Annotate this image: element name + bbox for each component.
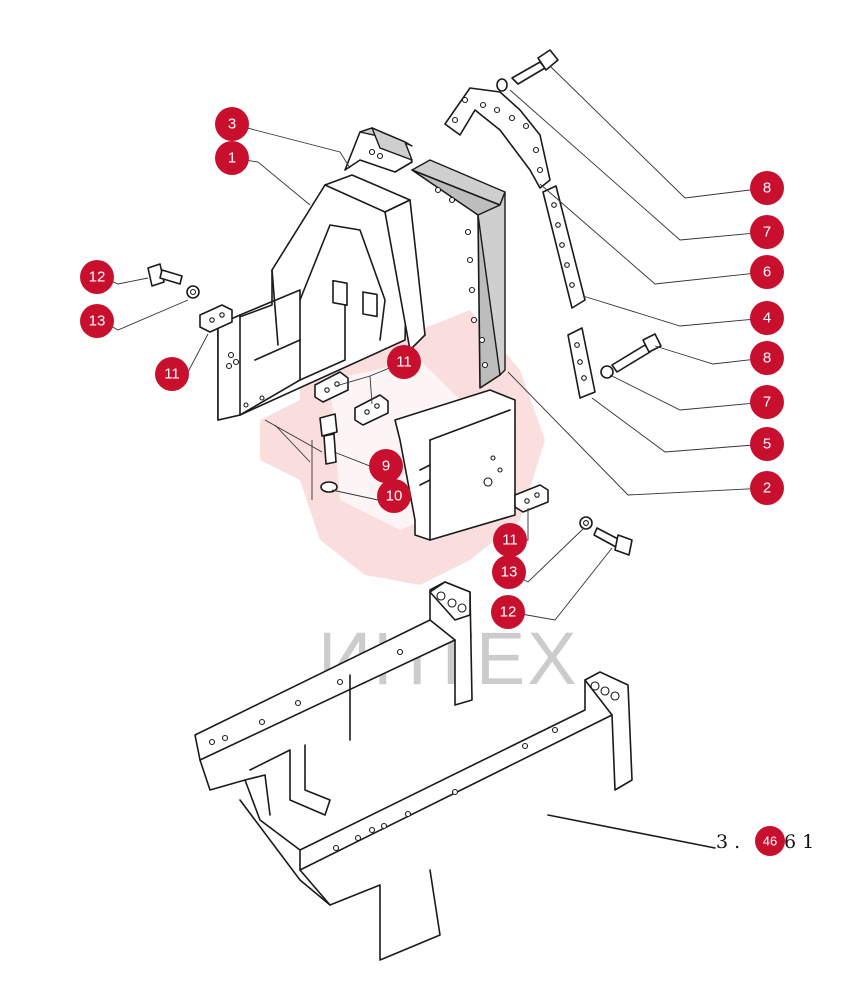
- bolt-8-mid: [600, 333, 662, 379]
- callout-6: 6: [750, 255, 784, 289]
- bolt-12-left: [147, 263, 200, 299]
- callout-10-label: 10: [386, 488, 403, 505]
- callout-11-bottom-label: 11: [502, 532, 518, 549]
- callout-2-label: 2: [763, 480, 771, 497]
- callout-10: 10: [377, 479, 411, 513]
- callout-11-bottom: 11: [493, 523, 527, 557]
- callout-5-label: 5: [763, 436, 771, 453]
- callout-3-label: 3: [228, 116, 236, 133]
- bolt-8-top: [496, 49, 559, 92]
- callout-12-left: 12: [80, 260, 114, 294]
- part-1-main-support: [217, 174, 426, 421]
- callout-12-left-label: 12: [89, 269, 106, 286]
- callout-2: 2: [750, 471, 784, 505]
- washer-10: [320, 481, 338, 493]
- tractor-frame: [194, 581, 716, 961]
- part-4-plate: [542, 185, 586, 309]
- callout-8-top: 8: [750, 171, 784, 205]
- callout-13-left: 13: [80, 304, 114, 338]
- callout-6-label: 6: [763, 264, 771, 281]
- callout-3: 3: [215, 107, 249, 141]
- callout-4: 4: [750, 301, 784, 335]
- reference-number: 3 . 46 6 1: [716, 826, 814, 856]
- reference-badge: 46: [763, 834, 777, 849]
- part-2-shaded-bar: [411, 159, 506, 389]
- callout-8-top-label: 8: [763, 180, 771, 197]
- callout-9-label: 9: [382, 458, 390, 475]
- callout-11-left-label: 11: [164, 366, 180, 383]
- callout-11-center: 11: [387, 345, 421, 379]
- callout-8-mid-label: 8: [763, 350, 771, 367]
- callout-13-left-label: 13: [89, 313, 106, 330]
- callout-7-top-label: 7: [763, 224, 771, 241]
- reference-prefix: 3 .: [716, 831, 740, 853]
- callout-13-bottom: 13: [492, 555, 526, 589]
- callout-12-bottom: 12: [491, 595, 525, 629]
- spacer-11-bottom: [514, 484, 549, 513]
- callout-8-mid: 8: [750, 341, 784, 375]
- leader-lines: [99, 65, 767, 621]
- part-6-curved-plate: [444, 87, 551, 189]
- part-3-bracket: [344, 127, 413, 173]
- callout-5: 5: [750, 427, 784, 461]
- part-2-lower-box: [394, 389, 516, 541]
- callout-4-label: 4: [763, 310, 771, 327]
- callout-7-mid-label: 7: [763, 394, 771, 411]
- callout-11-left: 11: [155, 357, 189, 391]
- callout-1-label: 1: [228, 150, 236, 167]
- callout-12-bottom-label: 12: [500, 604, 517, 621]
- spacer-11-left: [199, 304, 233, 333]
- callout-1: 1: [215, 141, 249, 175]
- callout-13-bottom-label: 13: [501, 564, 518, 581]
- reference-suffix: 6 1: [784, 831, 814, 853]
- bolt-9: [319, 413, 338, 465]
- callout-11-center-label: 11: [396, 354, 412, 371]
- callout-7-top: 7: [750, 215, 784, 249]
- callout-7-mid: 7: [750, 385, 784, 419]
- callout-9: 9: [369, 449, 403, 483]
- bolt-12-bottom: [579, 516, 633, 556]
- part-5-plate: [567, 327, 596, 399]
- spacer-11-center: [314, 371, 389, 426]
